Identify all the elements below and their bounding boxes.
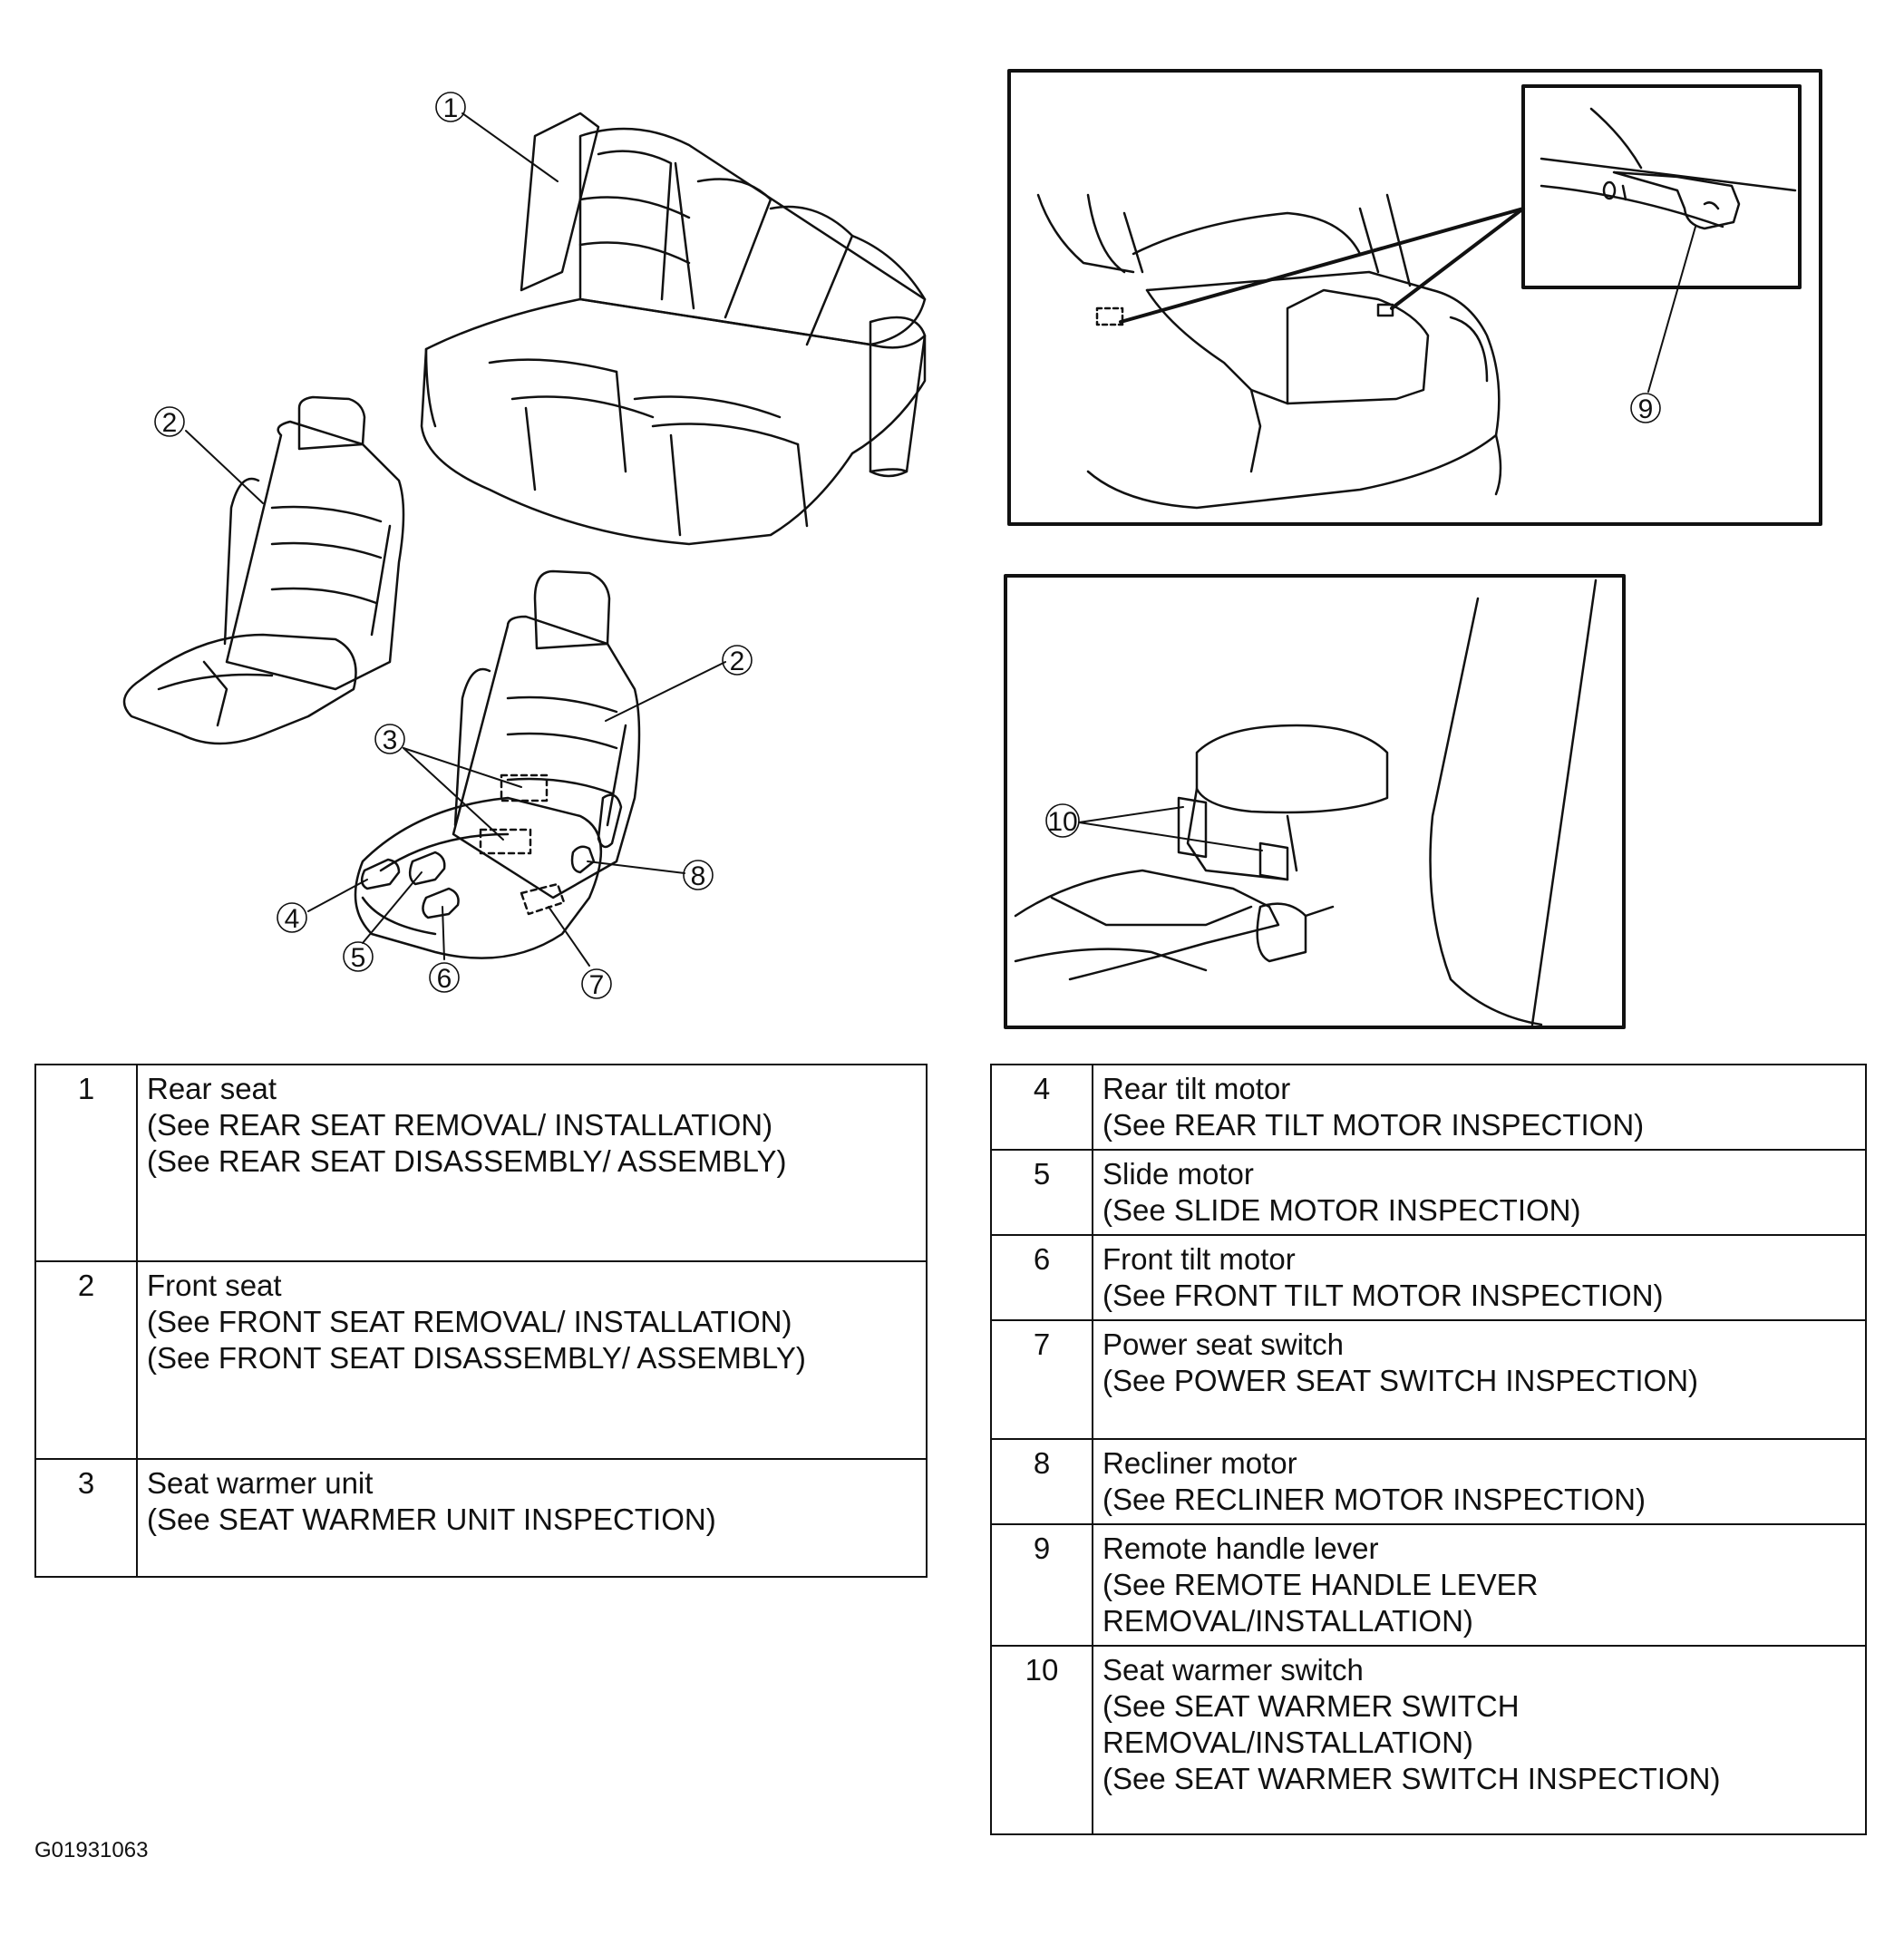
part-name: Front tilt motor [1103,1242,1296,1276]
part-number: 1 [34,1064,138,1262]
part-name: Front seat [147,1269,282,1302]
part-number: 8 [990,1438,1093,1525]
part-name: Remote handle lever [1103,1531,1379,1565]
part-description: Remote handle lever (See REMOTE HANDLE L… [1092,1523,1867,1647]
part-reference: (See FRONT SEAT REMOVAL/ INSTALLATION) [147,1305,792,1338]
leader-lines [185,112,726,967]
callout-10: 10 [1047,807,1077,837]
callout-8: 8 [691,861,706,891]
part-reference: REMOVAL/INSTALLATION) [1103,1604,1473,1638]
part-name: Rear seat [147,1072,277,1105]
part-number: 10 [990,1645,1093,1835]
part-description: Rear seat (See REAR SEAT REMOVAL/ INSTAL… [136,1064,928,1262]
part-reference: (See SEAT WARMER UNIT INSPECTION) [147,1502,716,1536]
part-reference: (See REMOTE HANDLE LEVER [1103,1568,1539,1601]
part-description: Recliner motor (See RECLINER MOTOR INSPE… [1092,1438,1867,1525]
part-name: Slide motor [1103,1157,1254,1191]
callout-4: 4 [285,904,300,934]
callout-3: 3 [383,725,398,755]
document-id: G01931063 [34,1838,149,1862]
table-row: 2 Front seat (See FRONT SEAT REMOVAL/ IN… [34,1260,928,1460]
front-seat-left-drawing [122,395,405,745]
part-number: 3 [34,1458,138,1578]
part-reference: (See RECLINER MOTOR INSPECTION) [1103,1483,1646,1516]
part-reference: (See SEAT WARMER SWITCH [1103,1689,1520,1723]
trunk-view-frame [1007,69,1822,526]
part-reference: (See SEAT WARMER SWITCH INSPECTION) [1103,1762,1721,1795]
part-name: Seat warmer unit [147,1466,374,1500]
callout-1: 1 [443,93,459,123]
rear-seat-drawing [420,112,927,546]
part-name: Seat warmer switch [1103,1653,1364,1687]
part-description: Front seat (See FRONT SEAT REMOVAL/ INST… [136,1260,928,1460]
part-description: Front tilt motor (See FRONT TILT MOTOR I… [1092,1234,1867,1321]
callout-2-right: 2 [730,647,745,676]
part-reference: (See FRONT TILT MOTOR INSPECTION) [1103,1279,1664,1312]
callout-2-left: 2 [162,408,178,438]
part-reference: REMOVAL/INSTALLATION) [1103,1726,1473,1759]
part-description: Power seat switch (See POWER SEAT SWITCH… [1092,1319,1867,1440]
table-row: 5 Slide motor (See SLIDE MOTOR INSPECTIO… [990,1149,1867,1236]
callout-9: 9 [1638,394,1654,424]
table-row: 3 Seat warmer unit (See SEAT WARMER UNIT… [34,1458,928,1578]
console-view-frame [1004,574,1626,1029]
part-number: 2 [34,1260,138,1460]
trunk-inset [1521,84,1802,393]
callout-markers: 1 2 2 3 4 5 6 7 8 9 10 [154,92,1661,1000]
part-name: Rear tilt motor [1103,1072,1291,1105]
part-description: Rear tilt motor (See REAR TILT MOTOR INS… [1092,1064,1867,1151]
part-reference: (See FRONT SEAT DISASSEMBLY/ ASSEMBLY) [147,1341,806,1375]
left-parts-table: 1 Rear seat (See REAR SEAT REMOVAL/ INST… [34,1064,928,1578]
callout-6: 6 [437,964,452,994]
table-row: 6 Front tilt motor (See FRONT TILT MOTOR… [990,1234,1867,1321]
part-number: 5 [990,1149,1093,1236]
table-row: 7 Power seat switch (See POWER SEAT SWIT… [990,1319,1867,1440]
component-illustration: 1 2 2 3 4 5 6 7 8 9 10 [122,69,1822,1029]
part-number: 4 [990,1064,1093,1151]
part-reference: (See REAR SEAT DISASSEMBLY/ ASSEMBLY) [147,1144,787,1178]
part-name: Power seat switch [1103,1327,1344,1361]
part-number: 7 [990,1319,1093,1440]
part-number: 9 [990,1523,1093,1647]
table-row: 9 Remote handle lever (See REMOTE HANDLE… [990,1523,1867,1647]
right-parts-table: 4 Rear tilt motor (See REAR TILT MOTOR I… [990,1064,1867,1835]
table-row: 10 Seat warmer switch (See SEAT WARMER S… [990,1645,1867,1835]
part-number: 6 [990,1234,1093,1321]
table-row: 8 Recliner motor (See RECLINER MOTOR INS… [990,1438,1867,1525]
part-name: Recliner motor [1103,1446,1297,1480]
callout-5: 5 [351,943,366,973]
table-row: 4 Rear tilt motor (See REAR TILT MOTOR I… [990,1064,1867,1151]
part-reference: (See REAR SEAT REMOVAL/ INSTALLATION) [147,1108,773,1142]
table-row: 1 Rear seat (See REAR SEAT REMOVAL/ INST… [34,1064,928,1262]
part-description: Seat warmer switch (See SEAT WARMER SWIT… [1092,1645,1867,1835]
part-description: Slide motor (See SLIDE MOTOR INSPECTION) [1092,1149,1867,1236]
part-reference: (See POWER SEAT SWITCH INSPECTION) [1103,1364,1699,1397]
part-reference: (See REAR TILT MOTOR INSPECTION) [1103,1108,1645,1142]
callout-7: 7 [589,970,605,1000]
part-reference: (See SLIDE MOTOR INSPECTION) [1103,1193,1581,1227]
front-seat-right-drawing [354,569,641,959]
part-description: Seat warmer unit (See SEAT WARMER UNIT I… [136,1458,928,1578]
